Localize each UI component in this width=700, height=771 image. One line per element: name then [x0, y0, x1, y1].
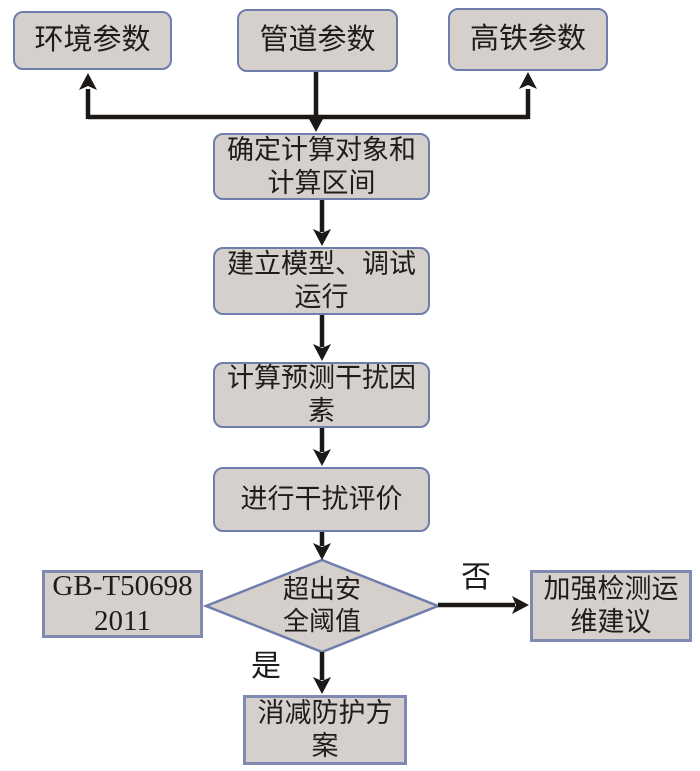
node-label: 环境参数	[34, 23, 151, 56]
node-label: 进行干扰评价	[240, 484, 403, 515]
node-label: 建立模型、调试 运行	[227, 249, 416, 312]
arrow-head-down	[313, 677, 331, 694]
node-label: 消减防护方 案	[257, 698, 393, 761]
arrow-head-right	[512, 596, 529, 614]
arrow-predict-to-evaluate	[313, 428, 331, 466]
node-mitigation-protection-plan: 消减防护方 案	[243, 695, 407, 765]
node-calculate-predicted-interference: 计算预测干扰因 素	[213, 362, 430, 428]
node-label: 加强检测运 维建议	[543, 574, 679, 637]
node-strengthen-monitoring-maintenance: 加强检测运 维建议	[530, 570, 692, 642]
edge-label-yes: 是	[251, 650, 281, 683]
node-pipeline-parameters: 管道参数	[237, 9, 398, 72]
arrow-head-down	[313, 449, 331, 466]
node-label: 高铁参数	[469, 22, 586, 55]
arrow-head-down	[313, 344, 331, 361]
node-label: 计算预测干扰因 素	[227, 363, 416, 426]
node-interference-evaluation: 进行干扰评价	[213, 467, 430, 532]
arrow-up-to-rail	[519, 72, 537, 119]
node-build-model-debug-run: 建立模型、调试 运行	[213, 247, 430, 315]
arrow-head-down	[313, 229, 331, 246]
arrow-evaluate-to-decision	[313, 532, 331, 560]
edge-label-no: 否	[461, 561, 491, 594]
arrow-up-to-env	[79, 73, 97, 119]
node-label: GB-T50698 2011	[52, 569, 193, 637]
node-decision-exceeds-safety-threshold: 超出安 全阈值	[252, 566, 392, 646]
node-label: 确定计算对象和 计算区间	[227, 134, 416, 198]
arrow-model-to-predict	[313, 315, 331, 361]
node-label: 超出安 全阈值	[282, 575, 361, 636]
arrow-determine-to-model	[313, 200, 331, 246]
arrow-head-down	[313, 543, 331, 560]
arrow-head-up	[519, 72, 537, 89]
arrow-pipe-to-determine	[307, 72, 325, 132]
node-label: 管道参数	[259, 23, 376, 56]
arrow-decision-to-maintain	[438, 596, 529, 614]
node-highspeed-rail-parameters: 高铁参数	[448, 8, 608, 71]
arrow-decision-to-mitigate	[313, 652, 331, 694]
node-environment-parameters: 环境参数	[13, 11, 172, 70]
node-standard-gb-t50698-2011: GB-T50698 2011	[42, 570, 203, 638]
node-determine-calculation-scope: 确定计算对象和 计算区间	[213, 133, 430, 200]
arrow-head-up	[79, 73, 97, 90]
